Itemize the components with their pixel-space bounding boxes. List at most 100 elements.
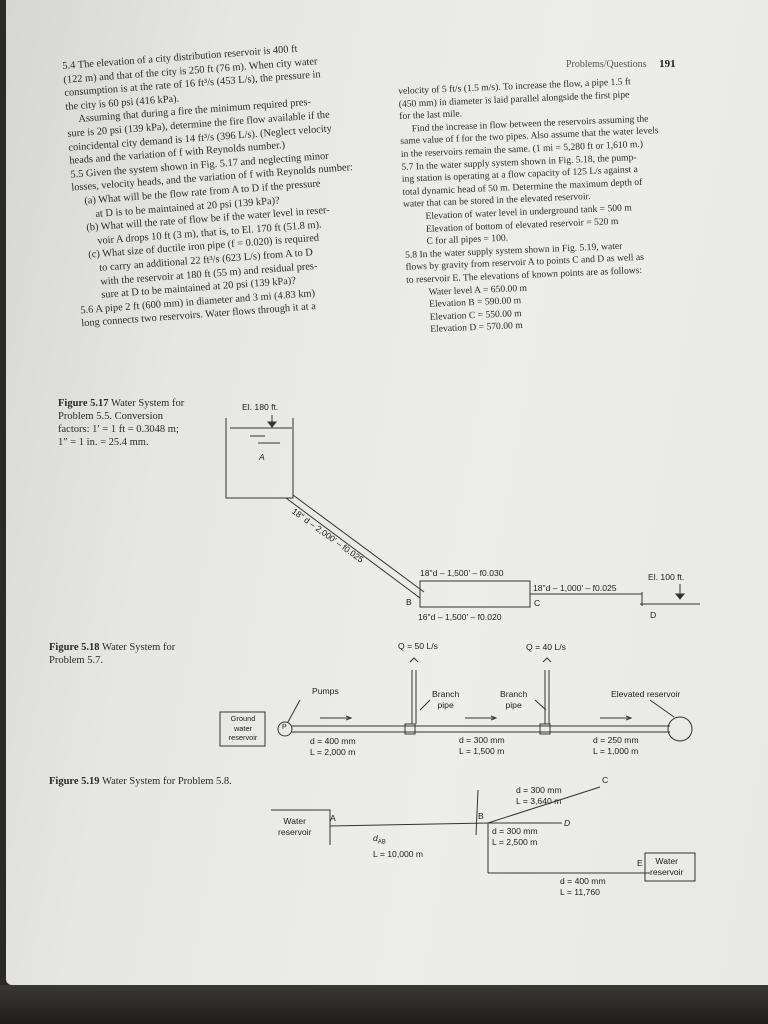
reservoir-a-tank (225, 418, 294, 499)
segment-text: d = 400 mm (310, 736, 356, 746)
pipe-text: L = 10,000 m (373, 848, 424, 859)
caption-text: factors: 1′ = 1 ft = 0.3048 m; (58, 424, 179, 435)
point-b-label: B (406, 597, 412, 607)
branch-text: pipe (437, 700, 454, 710)
pump-circle (277, 721, 293, 737)
point-e-label: E (637, 858, 643, 868)
figure-5-19-caption: Figure 5.19 Water System for Problem 5.8… (49, 775, 232, 788)
pipe-ab-edge (292, 494, 425, 593)
pipe-text: d = 300 mm (516, 785, 562, 795)
pump-p-label: P (282, 724, 287, 731)
branch-pipe-1-label: Branch pipe (432, 689, 459, 711)
branch-pipe-2-label: Branch pipe (500, 689, 527, 711)
ground-text: Ground (230, 714, 256, 723)
q50-label: Q = 50 L/s (398, 641, 438, 651)
elevated-leader (649, 699, 675, 718)
pipe-be-label: d = 400 mm L = 11,760 (560, 876, 606, 898)
reservoir-text: Water (283, 816, 307, 826)
pumps-leader (287, 699, 301, 723)
point-c-label: C (602, 775, 609, 785)
reservoir-a-label: Water reservoir (278, 816, 311, 838)
segment-text: L = 1,500 m (459, 746, 505, 756)
ground-reservoir-box (219, 711, 266, 747)
reservoir-e-label: Water reservoir (650, 856, 683, 878)
branch-1-leader (419, 699, 431, 711)
pipe-bd-label: d = 300 mm L = 2,500 m (492, 826, 538, 848)
ground-text: reservoir (228, 733, 258, 742)
el-100-label: El. 100 ft. (648, 572, 685, 582)
branch-text: Branch (500, 689, 528, 699)
pipe-text: d = 400 mm (560, 876, 606, 886)
flow-arrow-head (490, 715, 498, 721)
figure-number: Figure 5.19 (49, 776, 100, 787)
figure-5-17-caption: Figure 5.17 Water System for Problem 5.5… (58, 397, 184, 449)
pipe-bc (487, 786, 601, 824)
pipe-ab-label: dAB L = 10,000 m (373, 833, 423, 860)
figure-5-18-caption: Figure 5.18 Water System for Problem 5.7… (49, 641, 175, 667)
reservoir-e-box (644, 852, 696, 882)
reservoir-a-box (271, 809, 331, 845)
parallel-pipe-loop (419, 580, 531, 608)
background-surface (0, 985, 768, 1024)
pumps-label: Pumps (312, 686, 339, 696)
segment-text: d = 300 mm (459, 735, 505, 745)
pipe-text: d (373, 833, 378, 843)
pipe-bc-edge (475, 789, 479, 836)
ground-reservoir-label: Ground water reservoir (223, 714, 263, 743)
point-d-label: D (564, 818, 571, 828)
level-arrow (266, 421, 278, 428)
pipe-lower-label: 16"d – 1,500' – f0.020 (418, 612, 502, 622)
el-d-arrow (674, 593, 686, 600)
pipe-text: L = 11,760 (560, 887, 600, 897)
caption-text: Water System for (108, 398, 185, 409)
pipe-subscript: AB (377, 839, 386, 846)
pipe-cd-label: 18"d – 1,000' – f0.025 (533, 583, 617, 593)
page-header: Problems/Questions 191 (566, 58, 676, 70)
reservoir-text: Water (655, 856, 679, 866)
junction-1 (404, 723, 416, 735)
pipe-text: L = 2,500 m (492, 837, 538, 847)
caption-text: Problem 5.5. Conversion (58, 411, 163, 422)
point-c-label: C (534, 598, 541, 608)
q40-label: Q = 40 L/s (526, 642, 566, 652)
pipe-ab (285, 497, 421, 599)
branch-text: pipe (505, 700, 522, 710)
segment-1-label: d = 400 mm L = 2,000 m (310, 736, 356, 758)
segment-3-label: d = 250 mm L = 1,000 m (593, 735, 639, 757)
flow-arrow-head (345, 715, 353, 721)
branch-1-arrow (409, 657, 419, 663)
caption-text: Water System for Problem 5.8. (99, 776, 232, 787)
segment-text: d = 250 mm (593, 735, 639, 745)
reservoir-text: reservoir (278, 827, 312, 837)
figure-number: Figure 5.18 (49, 642, 100, 653)
running-head: Problems/Questions (566, 59, 647, 70)
branch-text: Branch (432, 689, 460, 699)
pipe-ab-5-19 (329, 822, 489, 827)
ground-text: water (233, 723, 253, 733)
caption-text: Problem 5.7. (49, 655, 103, 666)
pipe-bc-label: d = 300 mm L = 3,640 m (516, 785, 562, 807)
textbook-page (6, 0, 768, 985)
branch-2-leader (534, 699, 547, 711)
elevated-reservoir-circle (667, 716, 693, 742)
reservoir-text: reservoir (650, 867, 684, 877)
pipe-text: d = 300 mm (492, 826, 538, 836)
el-180-label: El. 180 ft. (242, 402, 279, 412)
pipe-upper-label: 18"d – 1,500' – f0.030 (420, 568, 504, 578)
segment-2-label: d = 300 mm L = 1,500 m (459, 735, 505, 757)
flow-arrow-head (625, 715, 633, 721)
pipe-text: L = 3,640 m (516, 796, 562, 806)
segment-text: L = 2,000 m (310, 747, 356, 757)
caption-text: 1″ = 1 in. = 25.4 mm. (58, 437, 149, 448)
figure-number: Figure 5.17 (58, 398, 109, 409)
point-a-label: A (330, 813, 336, 823)
branch-2-arrow (542, 657, 552, 663)
page-number: 191 (659, 58, 676, 70)
point-b-label: B (478, 811, 484, 821)
caption-text: Water System for (99, 642, 176, 653)
point-d-label: D (650, 610, 657, 620)
point-a-label: A (259, 452, 265, 462)
segment-text: L = 1,000 m (593, 746, 639, 756)
elevated-reservoir-label: Elevated reservoir (611, 689, 681, 699)
